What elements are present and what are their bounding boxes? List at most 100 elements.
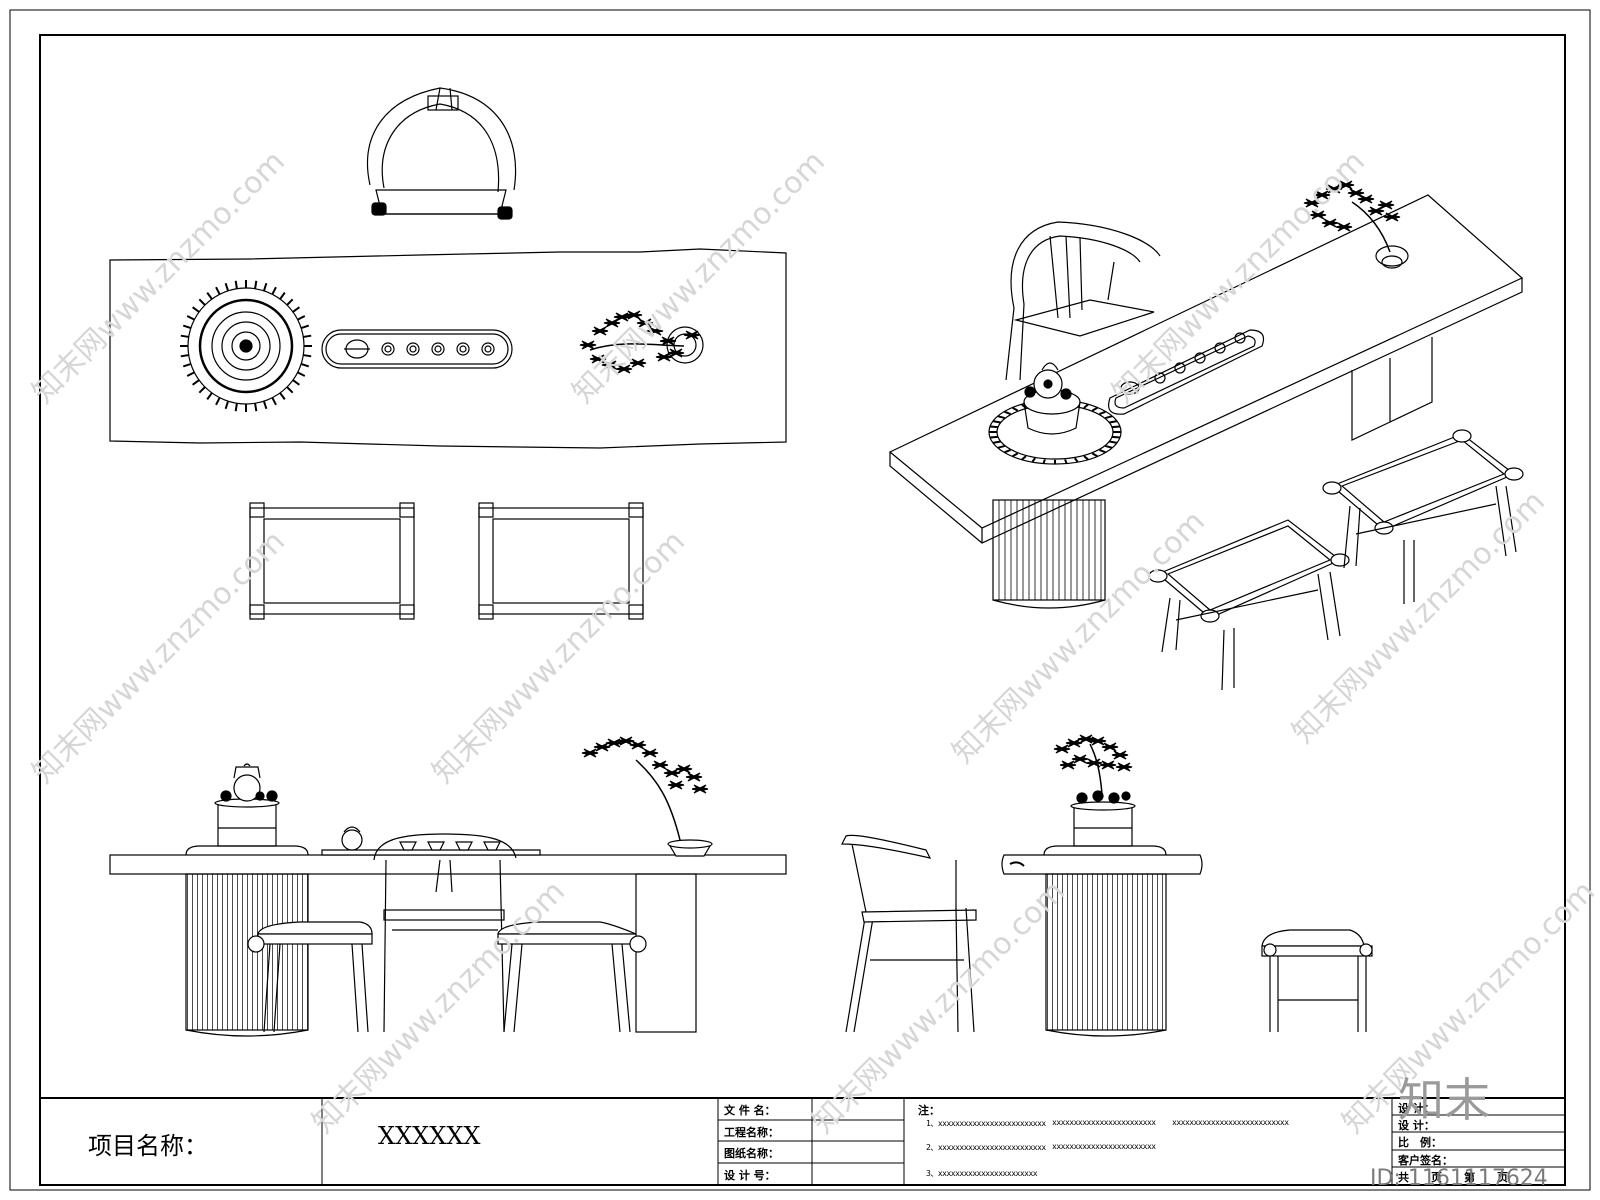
title-block: [40, 1097, 1565, 1185]
side-table-top: [1001, 854, 1203, 875]
stove-rim-tick: [1012, 452, 1019, 458]
plan-table-slab: [109, 248, 787, 449]
front-plant: [581, 736, 713, 857]
front-stool-right: [497, 921, 647, 1033]
stove-rim-tick: [300, 362, 310, 368]
note-3: 3、xxxxxxxxxxxxxxxxxxxxxxx: [926, 1169, 1038, 1178]
note-2a: 2、xxxxxxxxxxxxxxxxxxxxxxxxx: [926, 1143, 1046, 1152]
brand-logo: 知末: [1398, 1073, 1490, 1127]
note-1a: 1、xxxxxxxxxxxxxxxxxxxxxxxxx: [926, 1119, 1046, 1128]
stove-rim-tick: [1091, 406, 1098, 412]
stove-rim-tick: [192, 306, 200, 313]
drawing-frame: [39, 34, 1566, 1186]
iso-plant: [1303, 180, 1409, 269]
stove-rim-tick: [297, 371, 306, 377]
front-drum-leg: [185, 873, 309, 1031]
right-field-designer-2: 设 计：: [1398, 1119, 1435, 1132]
stove-rim-tick: [224, 282, 230, 292]
plan-chair: [366, 87, 517, 220]
stove-rim-tick: [254, 280, 258, 289]
side-tea-stove: [1070, 790, 1136, 847]
stove-rim-tick: [300, 324, 310, 330]
stove-rim-tick: [262, 282, 268, 292]
front-chair: [373, 833, 517, 1033]
plan-tea-tray: [321, 329, 513, 369]
side-elevation: [841, 734, 1373, 1037]
plan-stool-left: [249, 502, 415, 620]
stove-rim-tick: [254, 403, 258, 412]
stove-rim-tick: [1091, 452, 1098, 458]
field-design-number-label: 设 计 号：: [724, 1169, 776, 1182]
image-id: ID: 1161117624: [1370, 1166, 1548, 1191]
stove-rim-tick: [1109, 440, 1118, 444]
stove-rim-tick: [206, 292, 213, 300]
right-field-client-signature: 客户签名：: [1398, 1154, 1453, 1167]
stove-rim-tick: [1004, 410, 1011, 416]
stove-rim-tick: [989, 435, 998, 439]
stove-rim-tick: [992, 420, 1001, 424]
front-tea-tray: [321, 826, 541, 856]
stove-rim-tick: [292, 306, 300, 313]
isometric-view: [888, 180, 1524, 691]
iso-tea-stove: [988, 362, 1122, 465]
stove-rim-tick: [1064, 459, 1068, 464]
stove-rim-tick: [186, 371, 195, 377]
front-elevation: [109, 736, 787, 1037]
stove-rim-tick: [1031, 457, 1036, 463]
side-plant: [1053, 734, 1133, 795]
stove-rim-tick: [186, 315, 195, 321]
right-field-scale: 比 例：: [1398, 1136, 1442, 1149]
stove-rim-tick: [1104, 415, 1113, 420]
stove-rim-tick: [198, 386, 206, 394]
note-2b: xxxxxxxxxxxxxxxxxxxxxxxx: [1052, 1142, 1156, 1151]
note-1b: xxxxxxxxxxxxxxxxxxxxxxxx: [1052, 1118, 1156, 1127]
side-drum-leg: [1045, 873, 1167, 1031]
stove-rim-tick: [215, 286, 221, 295]
stove-rim-tick: [1004, 448, 1011, 454]
stove-rim-tick: [279, 392, 286, 400]
stove-rim-tick: [271, 397, 277, 406]
stove-rim-tick: [224, 400, 230, 410]
stove-rim-tick: [271, 286, 277, 295]
stove-rim-tick: [997, 415, 1006, 420]
plan-stool-right: [478, 502, 644, 620]
stove-rim-tick: [1042, 459, 1046, 464]
stove-rim-tick: [180, 354, 189, 358]
stove-rim-tick: [292, 379, 300, 386]
stove-rim-tick: [234, 280, 238, 289]
side-chair: [841, 834, 977, 1033]
stove-rim-tick: [1099, 448, 1106, 454]
stove-rim-tick: [1074, 457, 1079, 463]
plan-tea-stove: [180, 280, 312, 412]
stove-rim-tick: [1104, 444, 1113, 449]
plan-plant: [579, 310, 704, 374]
right-field-designer: 设 计：: [1398, 1102, 1435, 1115]
stove-rim-tick: [262, 400, 268, 410]
stove-rim-tick: [992, 440, 1001, 444]
iso-stool-back: [1322, 429, 1524, 604]
iso-chair: [1005, 221, 1161, 381]
stove-rim-tick: [198, 298, 206, 306]
stove-rim-tick: [286, 386, 294, 394]
stove-rim-tick: [1083, 403, 1089, 409]
plan-view: [109, 87, 787, 620]
stove-rim-tick: [1012, 406, 1019, 412]
outer-border: [9, 9, 1591, 1191]
front-stool-left: [247, 921, 373, 1033]
stove-rim-tick: [1083, 455, 1089, 461]
right-field-page-count: 共 页 第 页: [1398, 1171, 1508, 1184]
stove-rim-tick: [989, 425, 998, 429]
stove-rim-tick: [1021, 455, 1027, 461]
stove-rim-tick: [997, 444, 1006, 449]
stove-rim-tick: [286, 298, 294, 306]
iso-drum-leg: [992, 499, 1106, 601]
stove-rim-tick: [1112, 435, 1121, 439]
stove-rim-tick: [1112, 425, 1121, 429]
stove-rim-tick: [206, 392, 213, 400]
field-project-title-label: 工程名称：: [724, 1126, 779, 1139]
stove-rim-tick: [303, 334, 312, 338]
stove-rim-tick: [1109, 420, 1118, 424]
stove-rim-tick: [297, 315, 306, 321]
front-tea-stove: [214, 763, 280, 847]
